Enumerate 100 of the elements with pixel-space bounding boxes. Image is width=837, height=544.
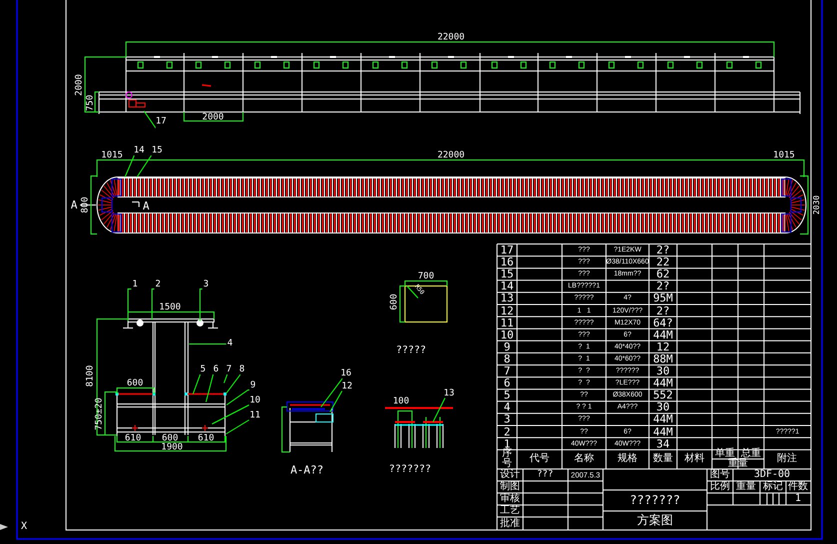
dimension-text: 2000 xyxy=(202,114,224,122)
roller-detail-drawing xyxy=(385,407,453,448)
drawing-number: 3DF-00 xyxy=(754,470,790,480)
table-cell-text: 64? xyxy=(653,317,673,328)
table-cell-text: 4 xyxy=(504,402,510,413)
leader-line xyxy=(226,374,240,394)
table-cell-text: 13 xyxy=(500,292,514,304)
callout-number: 8 xyxy=(238,366,246,374)
callout-number: 14 xyxy=(132,146,146,156)
table-cell-text: 22 xyxy=(656,256,670,268)
title-block-text: 标记 xyxy=(763,482,783,492)
title-block-text: 审核 xyxy=(500,494,520,504)
table-header: 名称 xyxy=(574,454,594,464)
callout-number: 9 xyxy=(249,382,257,390)
table-cell-text: 3 xyxy=(504,414,510,425)
dimension-text: 1015 xyxy=(101,152,123,160)
table-cell-text: 10 xyxy=(500,329,514,340)
table-cell-text: 44M xyxy=(653,426,673,438)
drawing-title: 方案图 xyxy=(637,514,673,526)
leader-line xyxy=(212,404,250,424)
dimension-text: 1900 xyxy=(161,444,183,452)
section-view-drawing xyxy=(286,402,334,452)
table-cell-text: 552 xyxy=(653,390,673,401)
view-title: A-A?? xyxy=(290,464,324,476)
section-marker: A xyxy=(142,200,150,212)
table-header: 规格 xyxy=(618,454,638,464)
leader-line xyxy=(200,288,203,322)
leader-line xyxy=(144,110,156,129)
table-header: 附注 xyxy=(777,454,797,464)
callout-number: 5 xyxy=(199,366,207,374)
table-cell-text: 2? xyxy=(656,305,670,316)
table-cell-text: 8 xyxy=(504,353,510,364)
table-cell-text: 2 xyxy=(504,426,510,438)
dimension-text: 2000 xyxy=(76,74,84,96)
table-header: 序号 xyxy=(502,449,512,469)
title-block-text: 比例 xyxy=(710,482,730,492)
leader-line xyxy=(124,155,134,178)
table-cell-text: 6 xyxy=(504,378,510,389)
table-cell-text: 95M xyxy=(653,292,673,304)
leader-line xyxy=(320,378,342,408)
conveyor-side-view-drawing xyxy=(98,52,800,114)
section-marker: A xyxy=(70,200,78,210)
dimension-text: 1500 xyxy=(159,304,181,312)
callout-number: 3 xyxy=(202,280,210,290)
dimension-text: 1015 xyxy=(773,152,795,160)
table-cell-text: 5 xyxy=(504,390,510,401)
dimension-text: 700 xyxy=(418,272,434,282)
table-cell-text: 15 xyxy=(500,268,514,280)
callout-number: 16 xyxy=(340,370,352,378)
callout-number: 6 xyxy=(212,366,220,374)
title-block-text: 1 xyxy=(794,494,802,504)
conveyor-plan-view-drawing xyxy=(80,176,806,234)
callout-number: 4 xyxy=(226,340,234,348)
table-cell-text: 14 xyxy=(500,280,514,292)
dimension-text: 800 xyxy=(82,196,90,214)
dimension-text: 8100 xyxy=(86,365,96,387)
title-block-text: 设计 xyxy=(500,470,520,480)
table-cell-text: 88M xyxy=(653,353,673,364)
callout-number: 11 xyxy=(248,412,262,420)
dimension-text: 600 xyxy=(126,380,144,388)
table-cell-text: 30 xyxy=(656,366,670,377)
table-cell-text: 12 xyxy=(656,341,670,352)
table-cell-text: 30 xyxy=(656,402,670,413)
dimension-text: 610 xyxy=(198,434,214,444)
leader-line xyxy=(152,288,155,320)
table-cell-text: 12 xyxy=(500,305,514,316)
dimension-text: 750 xyxy=(86,94,96,112)
table-cell-text: 2? xyxy=(656,244,670,256)
table-cell-text: 16 xyxy=(500,256,514,268)
view-title: ????? xyxy=(396,346,426,356)
title-block-text: 工艺 xyxy=(500,506,520,516)
table-cell-text: 44M xyxy=(653,329,673,340)
leader-line xyxy=(226,390,250,406)
table-cell-text: 44M xyxy=(653,378,673,389)
table-cell-text: 17 xyxy=(500,244,514,256)
dimension-text: 22000 xyxy=(437,152,465,160)
leader-line xyxy=(136,155,152,178)
leader-line xyxy=(128,288,132,322)
table-header: 材料 xyxy=(684,454,704,464)
title-block-text: 制图 xyxy=(500,482,520,492)
table-cell-text: 44M xyxy=(653,414,673,425)
callout-number: 13 xyxy=(442,390,456,398)
table-header: 数量 xyxy=(653,454,673,464)
callout-number: 17 xyxy=(154,118,168,126)
leader-line xyxy=(432,398,446,422)
callout-number: 1 xyxy=(131,280,139,290)
leader-line xyxy=(226,420,250,434)
dimension-text: 610 xyxy=(124,434,142,444)
callout-number: 7 xyxy=(225,366,233,374)
dimension-text: 750±20 xyxy=(96,398,104,430)
table-cell-text: 9 xyxy=(504,341,510,352)
callout-number: 10 xyxy=(248,396,262,406)
callout-number: 2 xyxy=(154,280,162,290)
dimension-text: 600 xyxy=(162,434,178,444)
leader-line xyxy=(206,374,214,402)
axis-label: X xyxy=(20,522,28,532)
dimension-text: 22000 xyxy=(437,34,465,42)
title-block-text: 批准 xyxy=(500,518,520,528)
title-block-text: 件数 xyxy=(788,482,808,492)
view-title: ??????? xyxy=(388,465,432,475)
